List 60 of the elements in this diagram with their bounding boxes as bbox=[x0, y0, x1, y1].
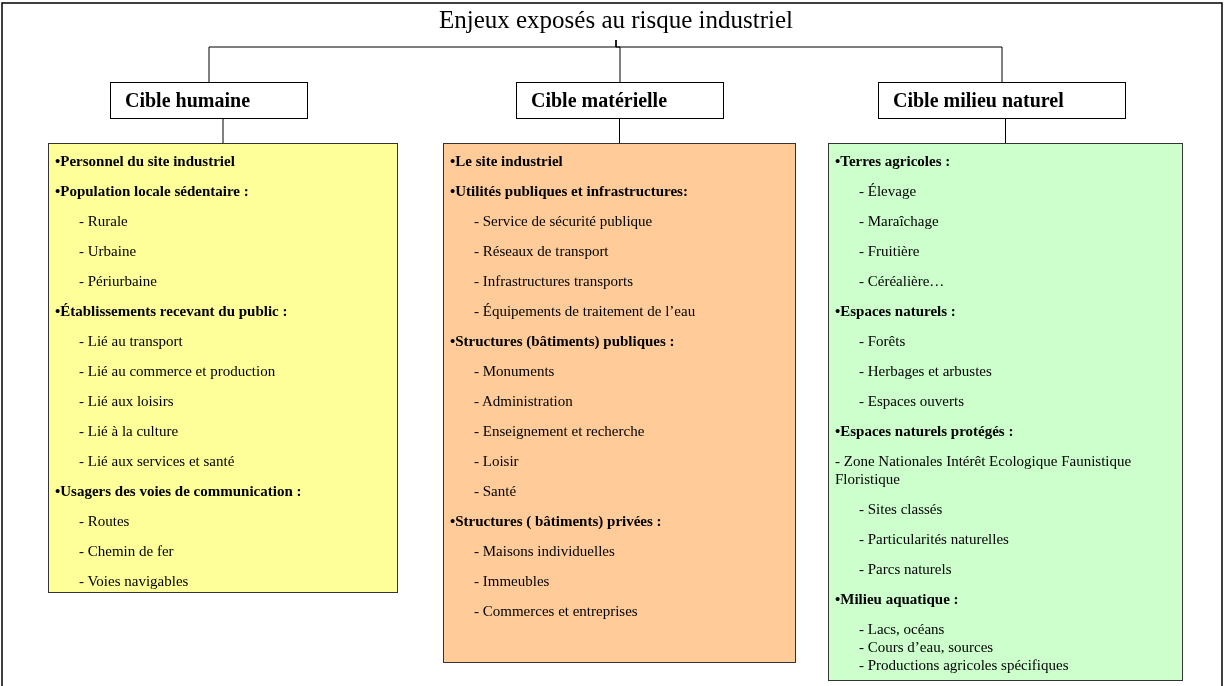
list-item: - Zone Nationales Intérêt Ecologique Faunistique Floristique bbox=[835, 452, 1133, 488]
list-item: - Parcs naturels bbox=[858, 560, 953, 578]
list-item: - Réseaux de transport bbox=[473, 242, 610, 260]
connector-line bbox=[222, 118, 224, 144]
list-item: - Chemin de fer bbox=[78, 542, 175, 560]
list-panel bbox=[48, 143, 398, 593]
list-item: - Lié aux services et santé bbox=[78, 452, 236, 470]
list-item: - Urbaine bbox=[78, 242, 138, 260]
connector-line bbox=[619, 118, 620, 144]
list-item: - Particularités naturelles bbox=[858, 530, 1010, 548]
list-item: - Lié à la culture bbox=[78, 422, 180, 440]
section-heading: •Espaces naturels protégés : bbox=[835, 422, 1015, 440]
connector-line bbox=[1005, 118, 1006, 144]
list-item: - Enseignement et recherche bbox=[473, 422, 646, 440]
list-item: - Équipements de traitement de l’eau bbox=[473, 302, 697, 320]
list-item: - Cours d’eau, sources bbox=[858, 638, 995, 656]
list-panel bbox=[828, 143, 1183, 681]
list-item: - Infrastructures transports bbox=[473, 272, 635, 290]
list-item: - Santé bbox=[473, 482, 518, 500]
list-item: - Céréalière… bbox=[858, 272, 946, 290]
list-item: - Forêts bbox=[858, 332, 907, 350]
diagram-title: Enjeux exposés au risque industriel bbox=[356, 6, 876, 40]
category-box: Cible matérielle bbox=[516, 82, 724, 119]
list-item: - Élevage bbox=[858, 182, 918, 200]
list-item: - Maraîchage bbox=[858, 212, 940, 230]
list-item: - Lacs, océans bbox=[858, 620, 946, 638]
list-item: - Sites classés bbox=[858, 500, 944, 518]
section-heading: •Structures ( bâtiments) privées : bbox=[450, 512, 663, 530]
list-item: - Espaces ouverts bbox=[858, 392, 965, 410]
category-box: Cible humaine bbox=[110, 82, 308, 119]
section-heading: •Établissements recevant du public : bbox=[55, 302, 289, 320]
list-item: - Lié au transport bbox=[78, 332, 184, 350]
list-item: - Périurbaine bbox=[78, 272, 158, 290]
list-item: - Rurale bbox=[78, 212, 129, 230]
section-heading: •Population locale sédentaire : bbox=[55, 182, 250, 200]
list-panel bbox=[443, 143, 796, 663]
section-heading: •Personnel du site industriel bbox=[55, 152, 236, 170]
list-item: - Productions agricoles spécifiques bbox=[858, 656, 1070, 674]
list-item: - Lié au commerce et production bbox=[78, 362, 277, 380]
section-heading: •Espaces naturels : bbox=[835, 302, 957, 320]
connector-line bbox=[615, 39, 1003, 83]
list-item: - Fruitière bbox=[858, 242, 921, 260]
section-heading: •Terres agricoles : bbox=[835, 152, 952, 170]
section-heading: •Utilités publiques et infrastructures: bbox=[450, 182, 689, 200]
section-heading: •Usagers des voies de communication : bbox=[55, 482, 303, 500]
category-box: Cible milieu naturel bbox=[878, 82, 1126, 119]
list-item: - Lié aux loisirs bbox=[78, 392, 175, 410]
list-item: - Maisons individuelles bbox=[473, 542, 616, 560]
list-item: - Routes bbox=[78, 512, 131, 530]
list-item: - Herbages et arbustes bbox=[858, 362, 993, 380]
section-heading: •Structures (bâtiments) publiques : bbox=[450, 332, 676, 350]
list-item: - Commerces et entreprises bbox=[473, 602, 639, 620]
list-item: - Administration bbox=[473, 392, 574, 410]
list-item: - Monuments bbox=[473, 362, 556, 380]
list-item: - Immeubles bbox=[473, 572, 551, 590]
list-item: - Voies navigables bbox=[78, 572, 190, 590]
section-heading: •Milieu aquatique : bbox=[835, 590, 960, 608]
section-heading: •Le site industriel bbox=[450, 152, 564, 170]
list-item: - Loisir bbox=[473, 452, 520, 470]
list-item: - Service de sécurité publique bbox=[473, 212, 654, 230]
